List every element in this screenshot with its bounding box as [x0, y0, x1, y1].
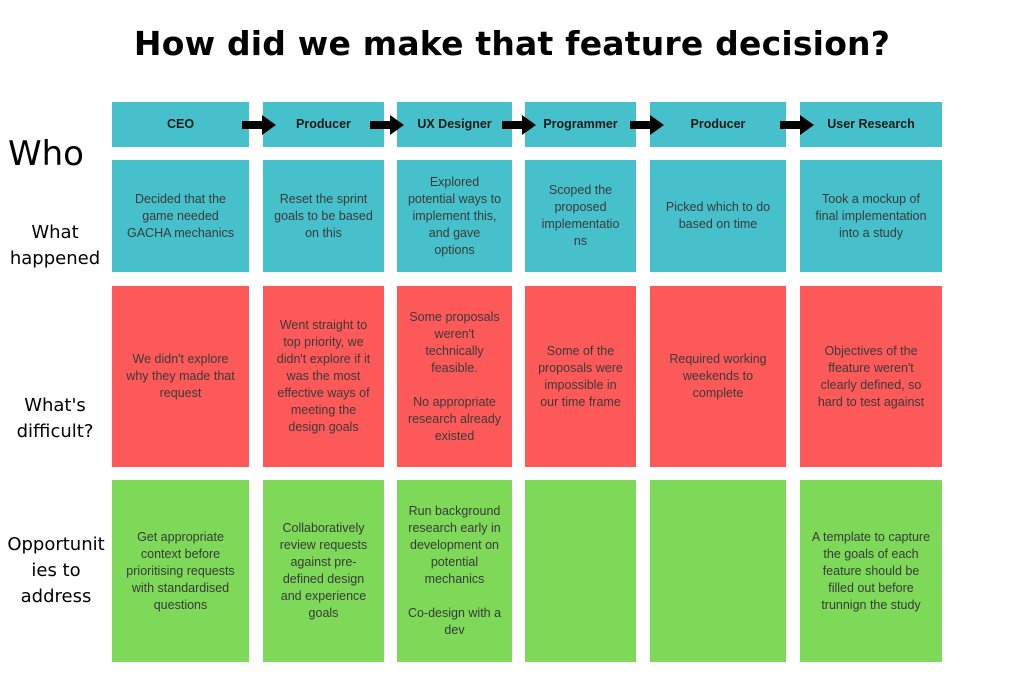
difficulty-card: Some proposals weren't technically feasi… — [397, 286, 512, 467]
what-happened-card: Explored potential ways to implement thi… — [397, 160, 512, 272]
what-happened-card: Reset the sprint goals to be based on th… — [263, 160, 384, 272]
arrow-right-icon — [502, 115, 536, 135]
arrow-right-icon — [370, 115, 404, 135]
opportunity-card: A template to capture the goals of each … — [800, 480, 942, 662]
difficulty-card: Went straight to top priority, we didn't… — [263, 286, 384, 467]
difficulty-card: Some of the proposals were impossible in… — [525, 286, 636, 467]
row-label-who: Who — [8, 134, 84, 174]
opportunity-card — [525, 480, 636, 662]
who-card: User Research — [800, 102, 942, 147]
opportunity-card: Run background research early in develop… — [397, 480, 512, 662]
what-happened-card: Scoped the proposed implementatio ns — [525, 160, 636, 272]
arrow-right-icon — [242, 115, 276, 135]
difficulty-card: Required working weekends to complete — [650, 286, 786, 467]
what-happened-card: Picked which to do based on time — [650, 160, 786, 272]
opportunity-card — [650, 480, 786, 662]
opportunity-card: Collaboratively review requests against … — [263, 480, 384, 662]
difficulty-card: We didn't explore why they made that req… — [112, 286, 249, 467]
opportunity-card: Get appropriate context before prioritis… — [112, 480, 249, 662]
row-label-whats-difficult: What's difficult? — [16, 395, 94, 442]
who-card: Producer — [263, 102, 384, 147]
who-card: UX Designer — [397, 102, 512, 147]
arrow-right-icon — [630, 115, 664, 135]
row-label-opportunities: Opportunit ies to address — [7, 534, 105, 607]
what-happened-card: Decided that the game needed GACHA mecha… — [112, 160, 249, 272]
who-card: CEO — [112, 102, 249, 147]
who-card: Programmer — [525, 102, 636, 147]
row-label-what-happened: What happened — [9, 222, 101, 269]
what-happened-card: Took a mockup of final implementation in… — [800, 160, 942, 272]
page-title: How did we make that feature decision? — [133, 24, 891, 63]
who-card: Producer — [650, 102, 786, 147]
difficulty-card: Objectives of the ffeature weren't clear… — [800, 286, 942, 467]
arrow-right-icon — [780, 115, 814, 135]
